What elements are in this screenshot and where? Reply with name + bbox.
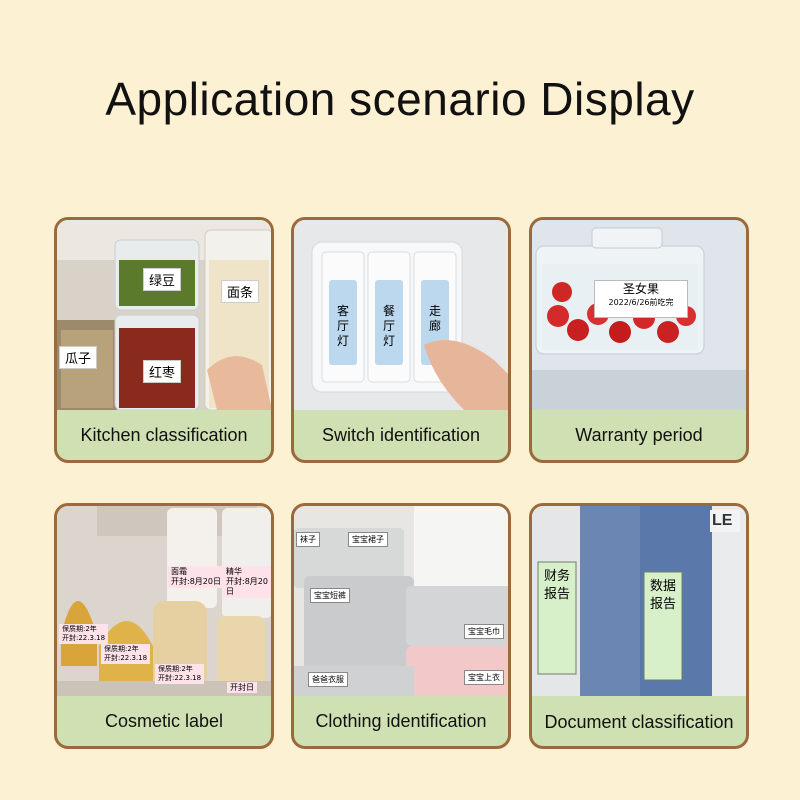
clothing-label: 宝宝裙子 — [348, 532, 388, 547]
switch-label: 走廊 — [428, 304, 441, 333]
switch-label: 餐厅灯 — [382, 304, 395, 348]
card-caption: Document classification — [544, 712, 734, 732]
clothing-label: 爸爸衣服 — [308, 672, 348, 687]
card-document-classification: 财务报告 数据报告 LE Document classification — [529, 503, 749, 749]
warranty-label-date: 2022/6/26前吃完 — [608, 298, 674, 307]
switch-label: 客厅灯 — [336, 304, 349, 348]
warranty-label: 圣女果 2022/6/26前吃完 — [594, 280, 688, 318]
photo-switch: 客厅灯 餐厅灯 走廊 — [294, 220, 508, 410]
card-cosmetic-label: 面霜开封:8月20日 精华开封:8月20日 保质期:2年开封:22.3.18 保… — [54, 503, 274, 749]
clothing-label: 宝宝毛巾 — [464, 624, 504, 639]
card-kitchen-classification: 绿豆 面条 瓜子 红枣 Kitchen classification — [54, 217, 274, 463]
clothing-label: 宝宝短裤 — [310, 588, 350, 603]
cosmetic-label: 保质期:2年开封:22.3.18 — [59, 624, 109, 644]
photo-clothing: 袜子 宝宝裙子 宝宝短裤 宝宝毛巾 爸爸衣服 宝宝上衣 — [294, 506, 508, 696]
card-clothing-identification: 袜子 宝宝裙子 宝宝短裤 宝宝毛巾 爸爸衣服 宝宝上衣 Clothing ide… — [291, 503, 511, 749]
card-switch-identification: 客厅灯 餐厅灯 走廊 Switch identification — [291, 217, 511, 463]
binder-spine-text: LE — [712, 512, 733, 529]
folder-label: 数据报告 — [650, 579, 677, 612]
cosmetic-label: 开封日 — [227, 682, 257, 693]
photo-cosmetic: 面霜开封:8月20日 精华开封:8月20日 保质期:2年开封:22.3.18 保… — [57, 506, 271, 696]
photo-document: 财务报告 数据报告 LE — [532, 506, 746, 696]
warranty-label-name: 圣女果 — [622, 282, 659, 296]
cosmetic-label: 精华开封:8月20日 — [223, 566, 271, 598]
jar-label: 面条 — [221, 280, 260, 303]
cosmetic-label: 保质期:2年开封:22.3.18 — [101, 644, 151, 664]
clothing-label: 宝宝上衣 — [464, 670, 504, 685]
page-title: Application scenario Display — [105, 73, 695, 125]
folder-label: 财务报告 — [544, 569, 571, 602]
jar-label: 红枣 — [143, 360, 182, 383]
card-caption: Clothing identification — [315, 711, 487, 731]
jar-label: 绿豆 — [143, 268, 182, 291]
photo-kitchen: 绿豆 面条 瓜子 红枣 — [57, 220, 271, 410]
card-warranty-period: 圣女果 2022/6/26前吃完 Warranty period — [529, 217, 749, 463]
card-caption: Warranty period — [575, 425, 703, 445]
photo-warranty: 圣女果 2022/6/26前吃完 — [532, 220, 746, 410]
card-caption: Kitchen classification — [80, 425, 248, 445]
card-caption: Switch identification — [321, 425, 481, 445]
cosmetic-label: 面霜开封:8月20日 — [168, 566, 224, 588]
jar-label: 瓜子 — [59, 346, 98, 369]
cosmetic-label: 保质期:2年开封:22.3.18 — [155, 664, 205, 684]
card-caption: Cosmetic label — [104, 711, 224, 731]
clothing-label: 袜子 — [296, 532, 320, 547]
